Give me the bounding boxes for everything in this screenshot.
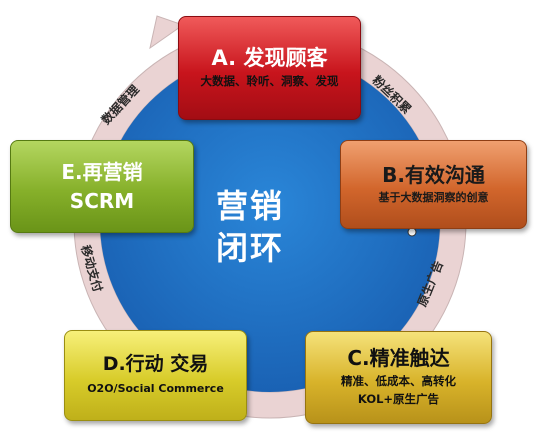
center-title: 营销 闭环 xyxy=(205,185,295,269)
step-c-line2: KOL+原生广告 xyxy=(357,392,440,406)
step-c-line1: 精准、低成本、高转化 xyxy=(341,374,456,389)
small-node xyxy=(407,227,417,237)
step-d-subtitle: O2O/Social Commerce xyxy=(87,382,224,395)
step-a-title: A. 发现顾客 xyxy=(211,46,328,71)
step-d-action-transaction: D.行动 交易 O2O/Social Commerce xyxy=(64,330,247,421)
center-circle xyxy=(100,52,440,392)
step-c-title: C.精准触达 xyxy=(347,346,450,371)
step-c-precise-reach: C.精准触达 精准、低成本、高转化 KOL+原生广告 xyxy=(305,331,492,424)
step-a-subtitle: 大数据、聆听、洞察、发现 xyxy=(200,74,339,89)
step-b-effective-communication: B.有效沟通 基于大数据洞察的创意 xyxy=(340,140,527,229)
center-title-line2: 闭环 xyxy=(215,229,284,267)
step-b-subtitle: 基于大数据洞察的创意 xyxy=(378,190,489,204)
step-d-title: D.行动 交易 xyxy=(102,353,209,376)
center-title-line1: 营销 xyxy=(215,187,284,225)
arrow-head xyxy=(149,15,185,50)
step-e-title: E.再营销 xyxy=(61,159,143,184)
step-e-remarketing: E.再营销 SCRM xyxy=(10,140,194,233)
step-b-title: B.有效沟通 xyxy=(382,162,485,187)
step-e-subtitle: SCRM xyxy=(69,188,135,213)
step-a-discover-customers: A. 发现顾客 大数据、聆听、洞察、发现 xyxy=(178,16,361,120)
